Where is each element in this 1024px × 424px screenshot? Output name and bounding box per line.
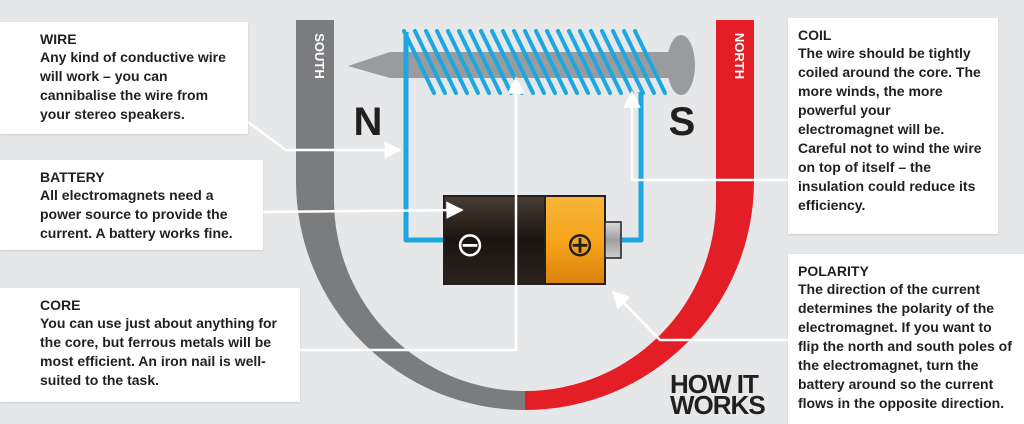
callout-polarity-title: POLARITY [798,263,869,279]
wire-coil [402,29,667,95]
logo-line-2: WORKS [670,390,766,420]
magnet-south-arm [296,20,525,410]
pole-label-north: N [354,100,383,144]
wire-circuit [403,32,644,243]
coil-winding [578,29,612,95]
callout-coil-title: COIL [798,27,832,43]
callout-coil-body: The wire should be tightly coiled around… [798,45,982,213]
coil-winding [435,29,469,95]
coil-winding [622,29,656,95]
coil-winding [468,29,502,95]
coil-winding [556,29,590,95]
how-it-works-logo: HOW IT WORKS [670,369,778,420]
coil-winding [545,29,579,95]
coil-winding [534,29,568,95]
leader-polarity [611,290,788,342]
callout-wire-body: Any kind of conductive wire will work – … [40,49,226,122]
coil-winding [512,29,546,95]
coil-winding [633,29,667,95]
coil-winding [402,29,436,95]
leader-lines [247,76,788,352]
leader-core [300,76,525,352]
coil-winding [446,29,480,95]
leader-coil [623,90,788,182]
battery: ⊖ ⊕ [443,195,622,285]
coil-winding [501,29,535,95]
leader-wire [247,120,402,159]
callout-battery-title: BATTERY [40,169,105,185]
callout-battery: BATTERY All electromagnets need a power … [0,160,263,250]
leader-battery [262,201,464,219]
coil-winding [479,29,513,95]
callout-coil: COIL The wire should be tightly coiled a… [788,18,998,234]
callout-core: CORE You can use just about anything for… [0,288,300,402]
callout-polarity-body: The direction of the current determines … [798,281,1012,411]
magnet-north-arm [525,20,754,410]
battery-positive-symbol: ⊕ [566,225,595,265]
callout-battery-body: All electromagnets need a power source t… [40,187,233,241]
coil-winding [523,29,557,95]
magnet-north-label: NORTH [732,33,747,79]
coil-winding [589,29,623,95]
logo-line-1: HOW IT [670,369,759,399]
callout-core-title: CORE [40,297,81,313]
coil-winding [600,29,634,95]
battery-negative-symbol: ⊖ [456,225,485,265]
coil-winding [611,29,645,95]
callout-wire-title: WIRE [40,31,77,47]
coil-winding [424,29,458,95]
pole-label-south: S [669,100,696,144]
callout-core-body: You can use just about anything for the … [40,315,277,388]
magnet-south-label: SOUTH [312,33,327,79]
callout-wire: WIRE Any kind of conductive wire will wo… [0,22,248,134]
coil-winding [413,29,447,95]
coil-winding [457,29,491,95]
coil-winding [567,29,601,95]
callout-polarity: POLARITY The direction of the current de… [788,254,1024,424]
